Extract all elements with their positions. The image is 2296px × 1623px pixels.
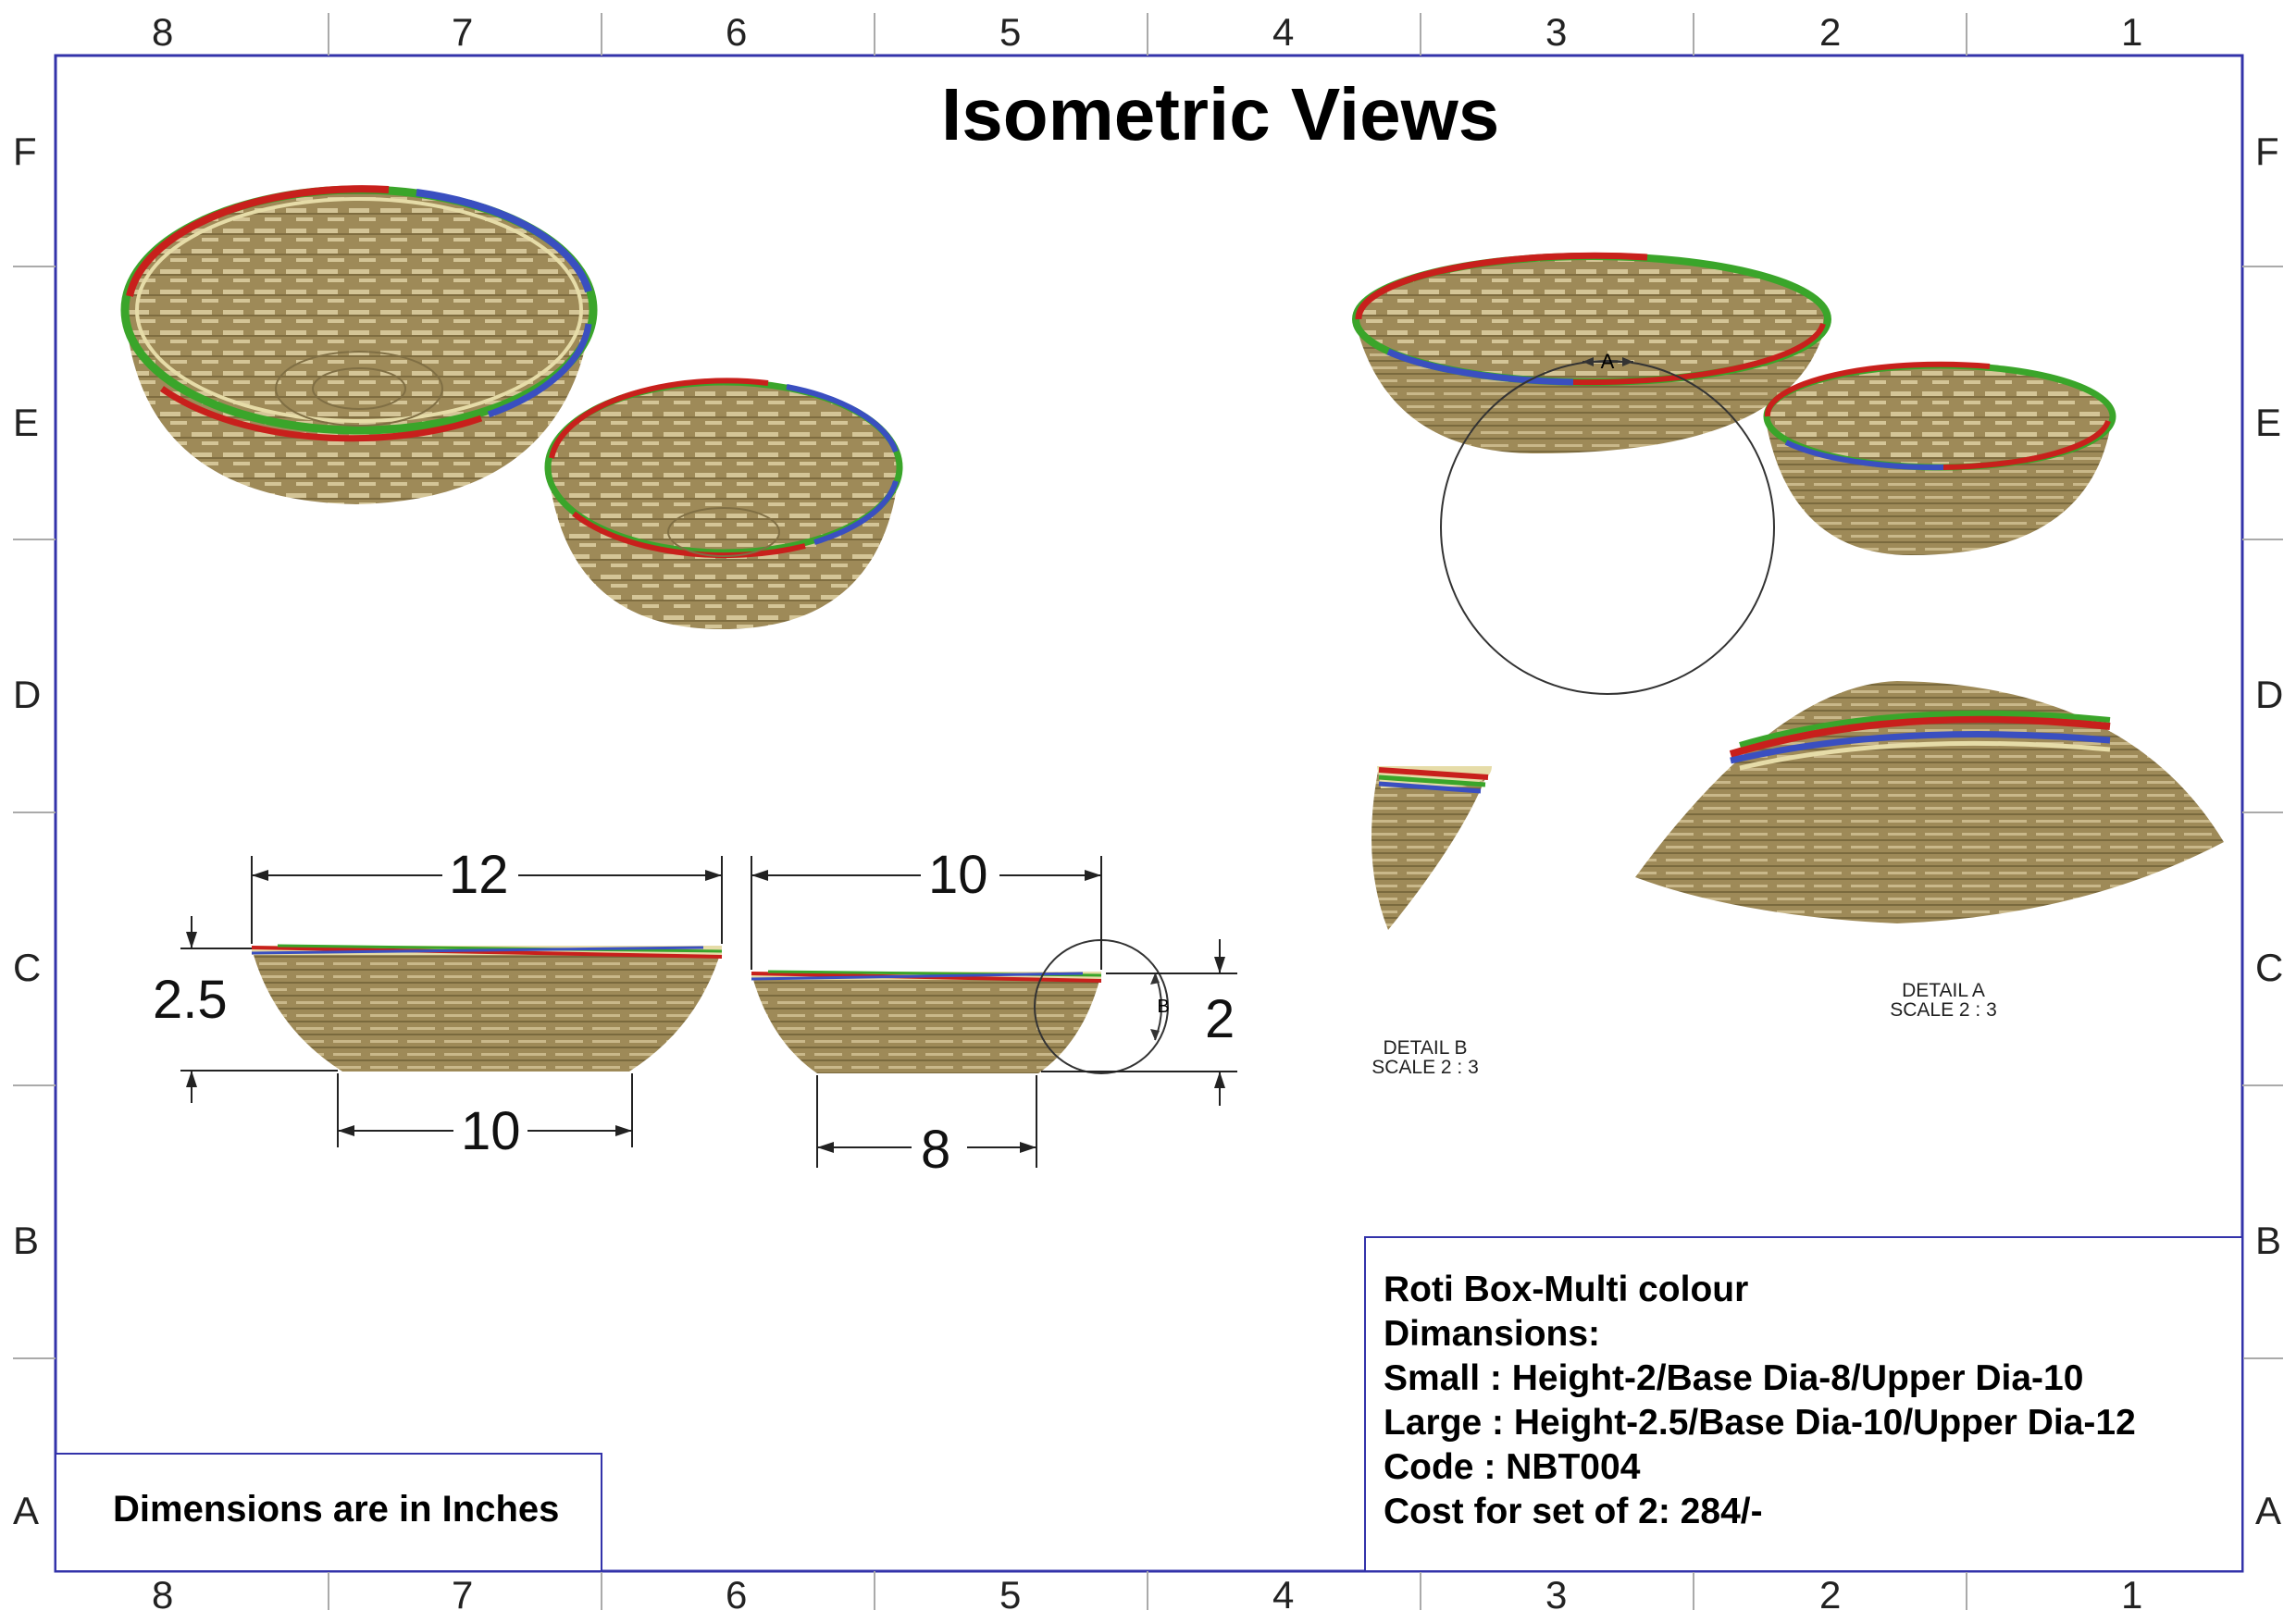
column-label-3-bottom: 3 [1545, 1573, 1568, 1617]
detail-a-scale: SCALE 2 : 3 [1890, 999, 1997, 1021]
small-upper-dia-value: 10 [928, 845, 988, 905]
detail-a-view [1635, 681, 2224, 923]
column-label-1-bottom: 1 [2121, 1573, 2143, 1617]
large-base-dia-value: 10 [461, 1101, 521, 1161]
column-label-6-bottom: 6 [726, 1573, 748, 1617]
column-label-2-bottom: 2 [1819, 1573, 1842, 1617]
page-title: Isometric Views [941, 73, 1500, 155]
tb-dimensions-heading: Dimansions: [1384, 1314, 1601, 1354]
tb-large-spec: Large : Height-2.5/Base Dia-10/Upper Dia… [1384, 1403, 2136, 1443]
column-label-7-bottom: 7 [452, 1573, 474, 1617]
row-label-f-right: F [2255, 130, 2279, 173]
detail-b-circle [1034, 939, 1169, 1074]
dimension-lines-large [180, 856, 723, 1147]
row-label-f-left: F [13, 130, 37, 173]
detail-a-label: DETAIL A [1902, 980, 1985, 1001]
column-label-1-top: 1 [2121, 10, 2143, 54]
large-bowl-isometric [120, 185, 598, 504]
large-bowl-side-iso [1352, 252, 1831, 453]
tb-small-spec: Small : Height-2/Base Dia-8/Upper Dia-10 [1384, 1358, 2084, 1398]
detail-b-label: DETAIL B [1383, 1037, 1468, 1059]
row-label-a-right: A [2255, 1489, 2282, 1532]
small-bowl-front [751, 970, 1102, 1073]
zone-ticks [13, 13, 2283, 1610]
small-base-dia-value: 8 [921, 1120, 951, 1180]
column-label-5-bottom: 5 [999, 1573, 1022, 1617]
large-upper-dia-value: 12 [449, 845, 509, 905]
row-label-d-left: D [13, 673, 42, 716]
row-label-e-right: E [2255, 401, 2282, 444]
row-label-c-left: C [13, 946, 42, 989]
small-bowl-side-iso [1763, 361, 2116, 555]
dimension-lines-small [751, 856, 1237, 1168]
small-bowl-isometric [544, 378, 903, 629]
column-label-7-top: 7 [452, 10, 474, 54]
detail-a-circle [1440, 357, 1775, 695]
large-height-value: 2.5 [153, 970, 228, 1030]
column-label-3-top: 3 [1545, 10, 1568, 54]
detail-b-scale: SCALE 2 : 3 [1371, 1057, 1479, 1078]
row-label-b-right: B [2255, 1219, 2282, 1262]
row-label-d-right: D [2255, 673, 2284, 716]
title-block-box [1364, 1236, 2243, 1572]
tb-cost: Cost for set of 2: 284/- [1384, 1492, 1763, 1531]
column-label-5-top: 5 [999, 10, 1022, 54]
units-note-box [55, 1453, 602, 1572]
units-note: Dimensions are in Inches [113, 1489, 560, 1530]
column-label-8-top: 8 [152, 10, 174, 54]
column-label-4-top: 4 [1272, 10, 1295, 54]
detail-a-caption: DETAIL A SCALE 2 : 3 [1860, 981, 2027, 1020]
large-bowl-front [251, 944, 723, 1072]
row-label-a-left: A [13, 1489, 40, 1532]
column-label-4-bottom: 4 [1272, 1573, 1295, 1617]
column-label-6-top: 6 [726, 10, 748, 54]
tb-product-name: Roti Box-Multi colour [1384, 1270, 1749, 1309]
row-label-c-right: C [2255, 946, 2284, 989]
detail-b-caption: DETAIL B SCALE 2 : 3 [1342, 1038, 1508, 1077]
row-label-e-left: E [13, 401, 40, 444]
detail-a-marker: A [1601, 350, 1615, 373]
column-label-8-bottom: 8 [152, 1573, 174, 1617]
row-label-b-left: B [13, 1219, 40, 1262]
detail-b-marker: B [1157, 997, 1169, 1017]
tb-code: Code : NBT004 [1384, 1447, 1641, 1487]
detail-b-view [1371, 766, 1492, 930]
column-label-2-top: 2 [1819, 10, 1842, 54]
small-height-value: 2 [1205, 989, 1235, 1049]
